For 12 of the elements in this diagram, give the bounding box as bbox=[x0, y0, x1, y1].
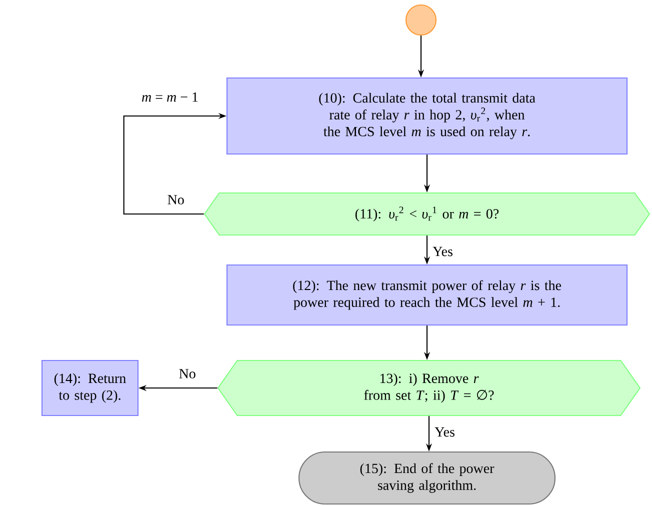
edge-label: No bbox=[179, 369, 196, 378]
process-box: (14): Return to step (2). bbox=[41, 360, 139, 416]
decision-hexagon: (11): υ$_{r}$$^{2}$ < υ$_{r}$$^{1}$ or m = 0? bbox=[204, 192, 650, 236]
edge-label: Yes bbox=[434, 427, 454, 437]
edge-label: Yes bbox=[432, 246, 452, 256]
start-circle bbox=[405, 4, 437, 36]
process-box: (10): Calculate the total transmit data rate of relay r in hop 2, υ$_{r}$$^{2}$, when the MCS level m is used on relay r. bbox=[226, 77, 628, 155]
decision-hexagon: 13): i) Remove r from set T; ii) T = ∅? bbox=[217, 360, 641, 416]
end-terminal: (15): End of the power saving algorithm. bbox=[298, 451, 556, 505]
edge-label: No bbox=[168, 195, 184, 204]
counter-update-label: m = m − 1 bbox=[142, 92, 198, 102]
process-box: (12): The new transmit power of relay r is the power required to reach the MCS level m + 1. bbox=[226, 264, 628, 326]
